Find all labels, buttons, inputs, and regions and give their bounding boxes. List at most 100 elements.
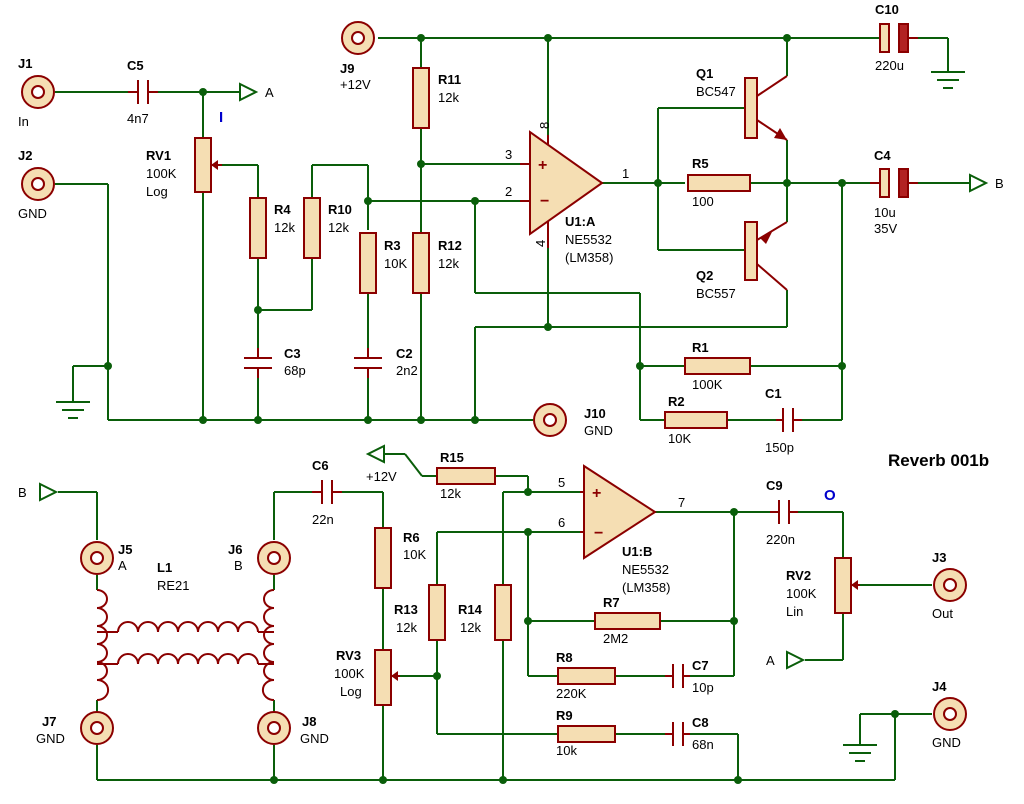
capacitor-c5[interactable]: C5 4n7 xyxy=(127,58,158,126)
r8-value: 220K xyxy=(556,686,587,701)
connector-j6[interactable]: J6 B xyxy=(228,541,291,575)
connector-j7[interactable]: J7 GND xyxy=(36,711,114,746)
u1a-pin-1: 1 xyxy=(622,166,629,181)
j5-ref: J5 xyxy=(118,542,132,557)
opamp-u1b[interactable]: + − 5 6 7 U1:B NE5532 (LM358) xyxy=(558,464,685,595)
connector-j10[interactable]: J10 GND xyxy=(533,403,613,438)
capacitor-c2[interactable]: C2 2n2 xyxy=(354,346,418,378)
j6-label: B xyxy=(234,558,243,573)
c4-voltage: 35V xyxy=(874,221,897,236)
connector-j2[interactable]: J2 GND xyxy=(18,148,55,221)
resistor-r1[interactable]: R1 100K xyxy=(684,340,751,392)
c8-ref: C8 xyxy=(692,715,709,730)
capacitor-c10[interactable]: C10 220u xyxy=(875,2,918,73)
j8-ref: J8 xyxy=(302,714,316,729)
capacitor-c7[interactable]: C7 10p xyxy=(665,658,714,695)
terminal-a-in[interactable]: A xyxy=(766,650,806,670)
r10-ref: R10 xyxy=(328,202,352,217)
capacitor-c8[interactable]: C8 68n xyxy=(665,715,714,752)
inductor-l1[interactable]: L1 RE21 xyxy=(96,560,275,701)
u1b-alt: (LM358) xyxy=(622,580,670,595)
r7-value: 2M2 xyxy=(603,631,628,646)
potentiometer-rv3[interactable]: RV3 100K Log xyxy=(334,648,400,706)
transistor-q1[interactable]: Q1 BC547 xyxy=(696,66,788,141)
terminal-v12[interactable]: +12V xyxy=(365,444,397,484)
connector-j1[interactable]: J1 In xyxy=(18,56,55,129)
resistor-r13[interactable]: R13 12k xyxy=(394,584,446,641)
resistor-r2[interactable]: R2 10K xyxy=(664,394,728,446)
c4-value: 10u xyxy=(874,205,896,220)
transistor-q2[interactable]: Q2 BC557 xyxy=(696,221,788,301)
r4-ref: R4 xyxy=(274,202,291,217)
connector-j3[interactable]: J3 Out xyxy=(932,550,967,621)
connector-j5[interactable]: J5 A xyxy=(80,541,132,575)
resistor-r15[interactable]: R15 12k xyxy=(436,450,496,501)
c1-ref: C1 xyxy=(765,386,782,401)
resistor-r4[interactable]: R4 12k xyxy=(249,197,295,259)
c6-ref: C6 xyxy=(312,458,329,473)
capacitor-c1[interactable]: C1 150p xyxy=(765,386,802,455)
potentiometer-rv2[interactable]: RV2 100K Lin xyxy=(786,557,860,619)
potentiometer-rv1[interactable]: RV1 100K Log xyxy=(146,137,222,199)
resistor-r10[interactable]: R10 12k xyxy=(303,197,352,259)
j4-label: GND xyxy=(932,735,961,750)
u1a-pin-3: 3 xyxy=(505,147,512,162)
j3-ref: J3 xyxy=(932,550,946,565)
j7-label: GND xyxy=(36,731,65,746)
resistor-r8[interactable]: R8 220K xyxy=(556,650,616,701)
r11-value: 12k xyxy=(438,90,459,105)
rv2-value: 100K xyxy=(786,586,817,601)
c6-value: 22n xyxy=(312,512,334,527)
resistor-r3[interactable]: R3 10K xyxy=(359,232,407,294)
opamp-u1a[interactable]: + − 3 2 1 8 4 U1:A NE5532 (LM358) xyxy=(505,122,629,265)
rv3-value: 100K xyxy=(334,666,365,681)
l1-ref: L1 xyxy=(157,560,172,575)
u1b-pin-6: 6 xyxy=(558,515,565,530)
u1a-pin-2: 2 xyxy=(505,184,512,199)
connector-j9[interactable]: J9 +12V xyxy=(340,21,375,92)
resistor-r9[interactable]: R9 10k xyxy=(556,708,616,758)
terminal-b-out[interactable]: B xyxy=(969,173,1004,193)
c9-ref: C9 xyxy=(766,478,783,493)
plus-icon: + xyxy=(538,157,547,174)
c5-ref: C5 xyxy=(127,58,144,73)
rv3-taper: Log xyxy=(340,684,362,699)
terminal-a-out[interactable]: A xyxy=(239,82,274,102)
j1-ref: J1 xyxy=(18,56,32,71)
lower-junctions xyxy=(270,488,899,784)
resistor-r11[interactable]: R11 12k xyxy=(412,67,461,129)
j7-ref: J7 xyxy=(42,714,56,729)
c5-value: 4n7 xyxy=(127,111,149,126)
j6-ref: J6 xyxy=(228,542,242,557)
u1b-pin-5: 5 xyxy=(558,475,565,490)
q1-ref: Q1 xyxy=(696,66,713,81)
c10-value: 220u xyxy=(875,58,904,73)
j9-label: +12V xyxy=(340,77,371,92)
r2-ref: R2 xyxy=(668,394,685,409)
c9-value: 220n xyxy=(766,532,795,547)
terminal-b-in[interactable]: B xyxy=(18,482,59,502)
j10-label: GND xyxy=(584,423,613,438)
resistor-r7[interactable]: R7 2M2 xyxy=(594,595,661,646)
u1a-pin-4: 4 xyxy=(533,240,548,247)
resistor-r6[interactable]: R6 10K xyxy=(374,527,426,589)
resistor-r12[interactable]: R12 12k xyxy=(412,232,462,294)
r3-ref: R3 xyxy=(384,238,401,253)
j8-label: GND xyxy=(300,731,329,746)
resistor-r14[interactable]: R14 12k xyxy=(458,584,512,641)
j5-label: A xyxy=(118,558,127,573)
output-probe-label: O xyxy=(824,487,836,504)
capacitor-c3[interactable]: C3 68p xyxy=(244,346,306,378)
l1-part: RE21 xyxy=(157,578,190,593)
capacitor-c9[interactable]: C9 220n xyxy=(766,478,798,547)
connector-j8[interactable]: J8 GND xyxy=(257,711,329,746)
j3-label: Out xyxy=(932,606,953,621)
c3-ref: C3 xyxy=(284,346,301,361)
capacitor-c4[interactable]: C4 10u 35V xyxy=(870,148,918,236)
rv1-value: 100K xyxy=(146,166,177,181)
capacitor-c6[interactable]: C6 22n xyxy=(312,458,342,527)
connector-j4[interactable]: J4 GND xyxy=(932,679,967,750)
j9-ref: J9 xyxy=(340,61,354,76)
resistor-r5[interactable]: R5 100 xyxy=(687,156,751,209)
r9-ref: R9 xyxy=(556,708,573,723)
